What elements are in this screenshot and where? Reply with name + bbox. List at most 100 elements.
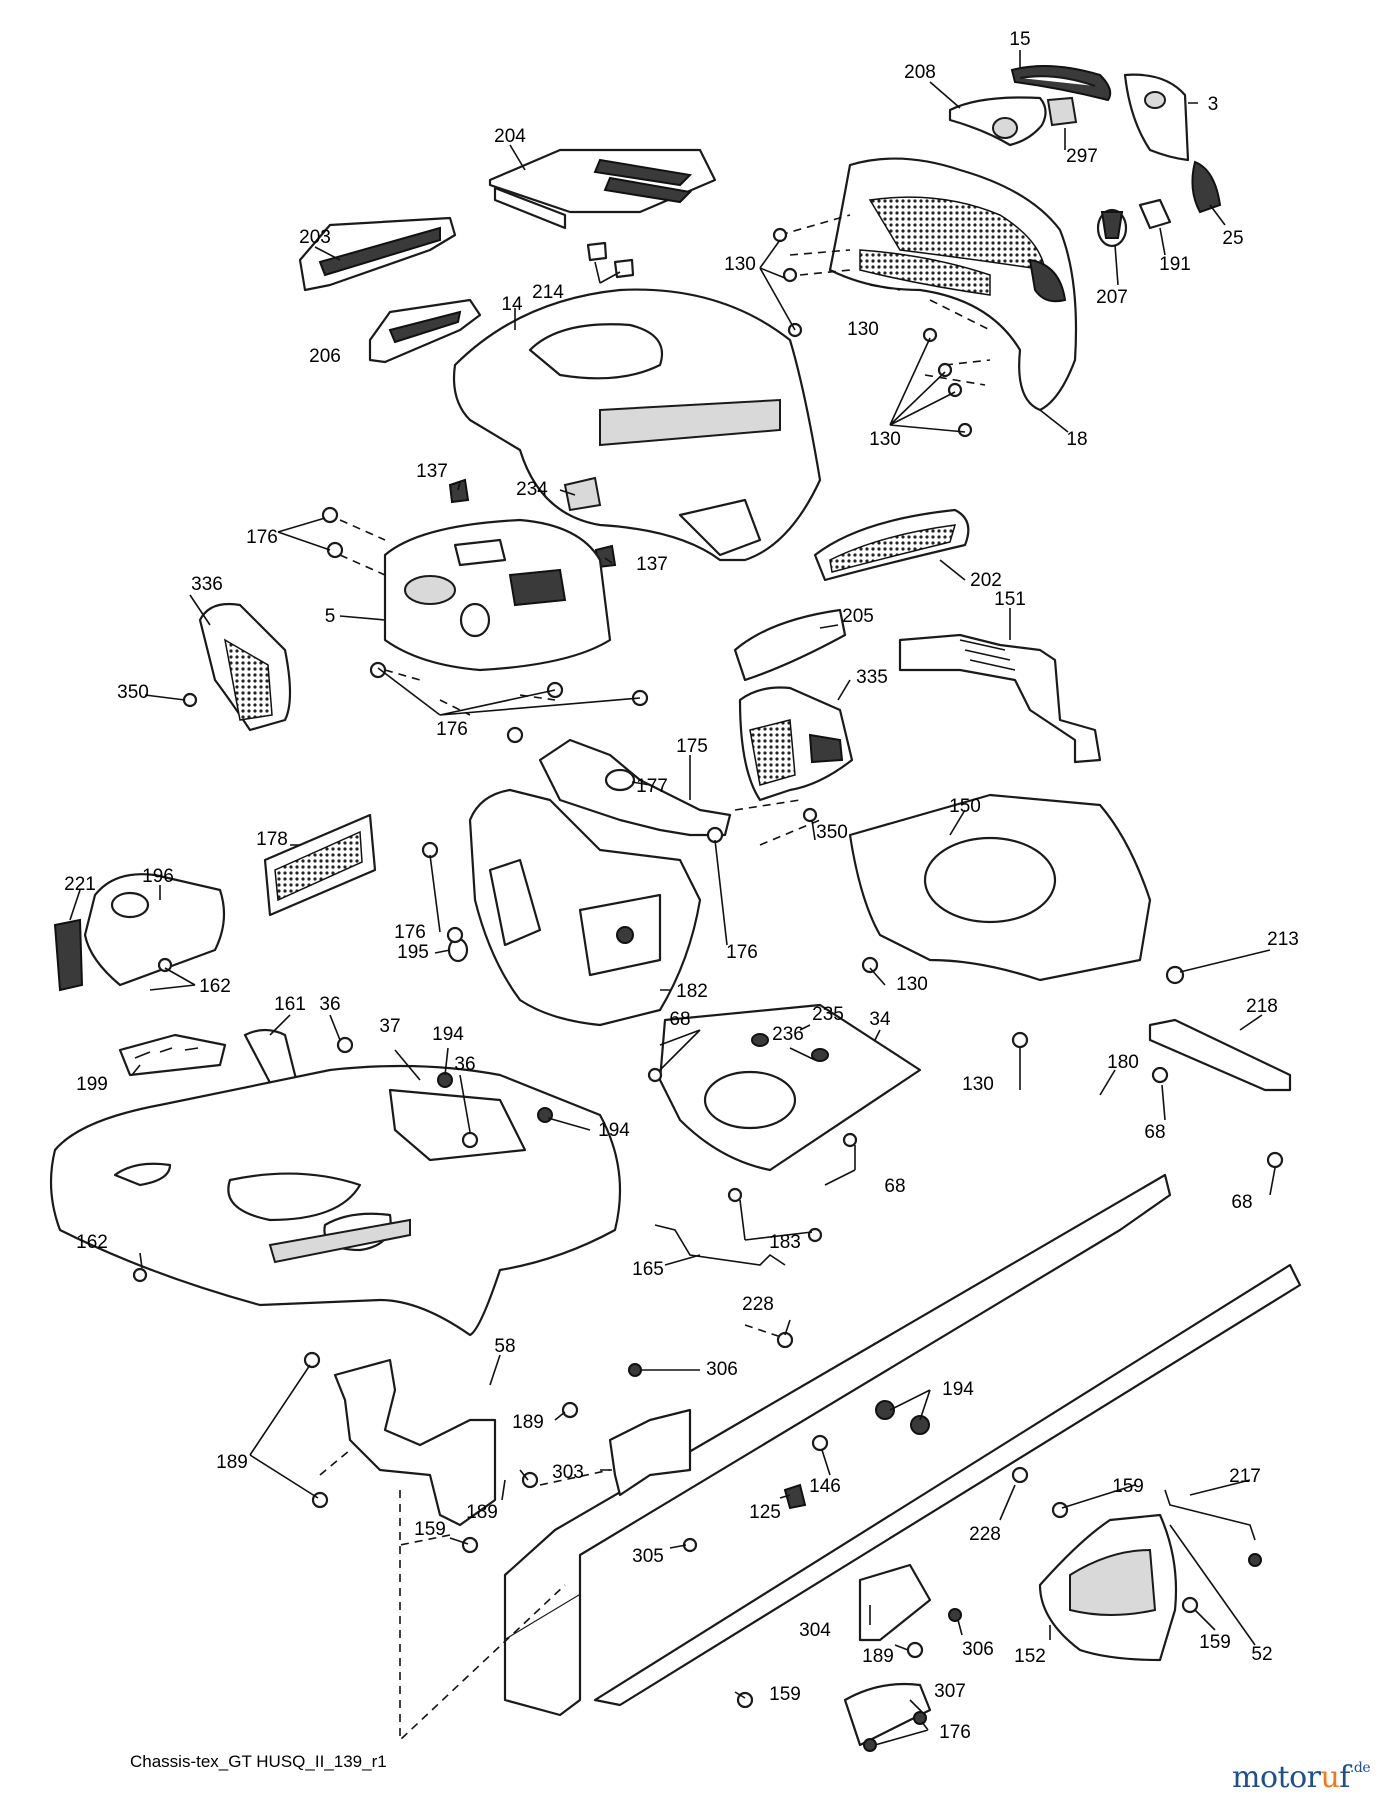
bolt-68[interactable] bbox=[842, 1132, 858, 1148]
bolt-130[interactable] bbox=[957, 422, 973, 438]
headlight-bracket-208[interactable] bbox=[948, 96, 1047, 147]
insert-206[interactable] bbox=[368, 298, 482, 364]
nut-306[interactable] bbox=[628, 1363, 642, 1377]
front-console-182[interactable] bbox=[468, 788, 702, 1027]
fender-pod-196[interactable] bbox=[83, 873, 226, 987]
callout-335: 335 bbox=[856, 667, 888, 688]
hood-14[interactable] bbox=[452, 288, 822, 562]
grille-insert-202[interactable] bbox=[813, 508, 970, 582]
bolt-183[interactable] bbox=[727, 1187, 743, 1203]
knob-177[interactable] bbox=[604, 768, 636, 792]
deck-shield-150[interactable] bbox=[848, 793, 1152, 982]
frame-rail-180[interactable] bbox=[503, 1173, 1302, 1717]
callout-194-c: 194 bbox=[942, 1379, 974, 1400]
bolt-189[interactable] bbox=[303, 1351, 321, 1369]
nut-194[interactable] bbox=[910, 1415, 930, 1435]
shroud-bracket-175[interactable] bbox=[538, 738, 732, 837]
pin-228[interactable] bbox=[1011, 1466, 1029, 1484]
bulb-297[interactable] bbox=[1046, 96, 1078, 127]
pin-228[interactable] bbox=[776, 1331, 794, 1349]
screw-176[interactable] bbox=[706, 826, 724, 844]
bolt-130[interactable] bbox=[1011, 1031, 1029, 1049]
bolt-189[interactable] bbox=[906, 1641, 924, 1659]
hood-top-204[interactable] bbox=[488, 148, 717, 230]
mounting-plate-34[interactable] bbox=[658, 1003, 922, 1172]
bolt-213[interactable] bbox=[1165, 965, 1185, 985]
bolt-36[interactable] bbox=[461, 1131, 479, 1149]
dashed-leader-hood bbox=[779, 214, 991, 386]
bracket-151[interactable] bbox=[898, 633, 1102, 764]
headlight-housing-3[interactable] bbox=[1123, 73, 1190, 162]
bolt-68[interactable] bbox=[1266, 1151, 1284, 1169]
bolt-189[interactable] bbox=[311, 1491, 329, 1509]
decal-221[interactable] bbox=[53, 918, 84, 992]
shield-303[interactable] bbox=[608, 1408, 692, 1497]
grille-bumper-18[interactable] bbox=[828, 157, 1078, 412]
bolt-189[interactable] bbox=[521, 1471, 539, 1489]
fender-deck-37[interactable] bbox=[49, 1064, 622, 1337]
headlight-lens-15[interactable] bbox=[1010, 65, 1112, 102]
bolt-68[interactable] bbox=[647, 1067, 663, 1083]
axle-support-58[interactable] bbox=[333, 1358, 497, 1527]
nut-52[interactable] bbox=[1248, 1553, 1262, 1567]
bolt-159[interactable] bbox=[1181, 1596, 1199, 1614]
bolt-130[interactable] bbox=[922, 327, 938, 343]
hardware[interactable] bbox=[132, 227, 1284, 1752]
bolt-130[interactable] bbox=[861, 956, 879, 974]
bolt-130[interactable] bbox=[772, 227, 788, 243]
bracket-214[interactable] bbox=[586, 241, 635, 279]
nut-306[interactable] bbox=[948, 1608, 962, 1622]
callout-176-d: 176 bbox=[726, 942, 758, 963]
bolt-183[interactable] bbox=[807, 1227, 823, 1243]
nut-194[interactable] bbox=[537, 1107, 553, 1123]
side-panel-336[interactable] bbox=[198, 602, 292, 732]
side-panel-335[interactable] bbox=[738, 686, 854, 802]
screw-350[interactable] bbox=[182, 692, 198, 708]
rod-217[interactable] bbox=[1164, 1489, 1256, 1541]
screw-176[interactable] bbox=[446, 926, 464, 944]
screw-176[interactable] bbox=[421, 841, 439, 859]
shield-304[interactable] bbox=[858, 1563, 932, 1642]
callout-196: 196 bbox=[142, 866, 174, 887]
screw-162[interactable] bbox=[132, 1267, 148, 1283]
screw-176[interactable] bbox=[321, 506, 339, 524]
socket-207[interactable] bbox=[1096, 208, 1128, 248]
nut-194[interactable] bbox=[875, 1400, 895, 1420]
screw-176[interactable] bbox=[326, 541, 344, 559]
vent-plate-178[interactable] bbox=[263, 813, 377, 917]
dash-panel-5[interactable] bbox=[383, 518, 612, 672]
motoruf-logo[interactable]: motoruf.de bbox=[1232, 1760, 1371, 1795]
nut-176[interactable] bbox=[863, 1738, 877, 1752]
bolt-159[interactable] bbox=[461, 1536, 479, 1554]
bolt-189[interactable] bbox=[561, 1401, 579, 1419]
nut-194[interactable] bbox=[437, 1072, 453, 1088]
headlight-cover-203[interactable] bbox=[298, 216, 457, 292]
bolt-130[interactable] bbox=[937, 362, 953, 378]
bracket-218[interactable] bbox=[1148, 1018, 1292, 1092]
callout-130-d: 130 bbox=[896, 974, 928, 995]
screw-162[interactable] bbox=[157, 957, 173, 973]
bolt-159[interactable] bbox=[1051, 1501, 1069, 1519]
clip-137-left[interactable] bbox=[448, 478, 470, 504]
decal-234[interactable] bbox=[563, 476, 602, 512]
cover-307[interactable] bbox=[843, 1682, 932, 1747]
screw-176[interactable] bbox=[369, 661, 387, 679]
lens-25[interactable] bbox=[1191, 160, 1222, 214]
bolt-68[interactable] bbox=[1151, 1066, 1169, 1084]
screw-350[interactable] bbox=[802, 807, 818, 823]
footrest-152[interactable] bbox=[1038, 1513, 1178, 1662]
callout-130-e: 130 bbox=[962, 1074, 994, 1095]
trim-199[interactable] bbox=[118, 1033, 227, 1077]
fastener-146[interactable] bbox=[811, 1434, 829, 1452]
callout-36-a: 36 bbox=[319, 994, 340, 1015]
bolt-36[interactable] bbox=[336, 1036, 354, 1054]
clip-191[interactable] bbox=[1138, 198, 1172, 230]
callout-307: 307 bbox=[934, 1681, 966, 1702]
step-plate-205[interactable] bbox=[733, 608, 847, 682]
callout-306-b: 306 bbox=[962, 1639, 994, 1660]
bolt-130[interactable] bbox=[782, 267, 798, 283]
nut-176[interactable] bbox=[913, 1711, 927, 1725]
rod-165[interactable] bbox=[654, 1224, 786, 1266]
bracket-125[interactable] bbox=[783, 1483, 807, 1510]
screw-176[interactable] bbox=[506, 726, 524, 744]
